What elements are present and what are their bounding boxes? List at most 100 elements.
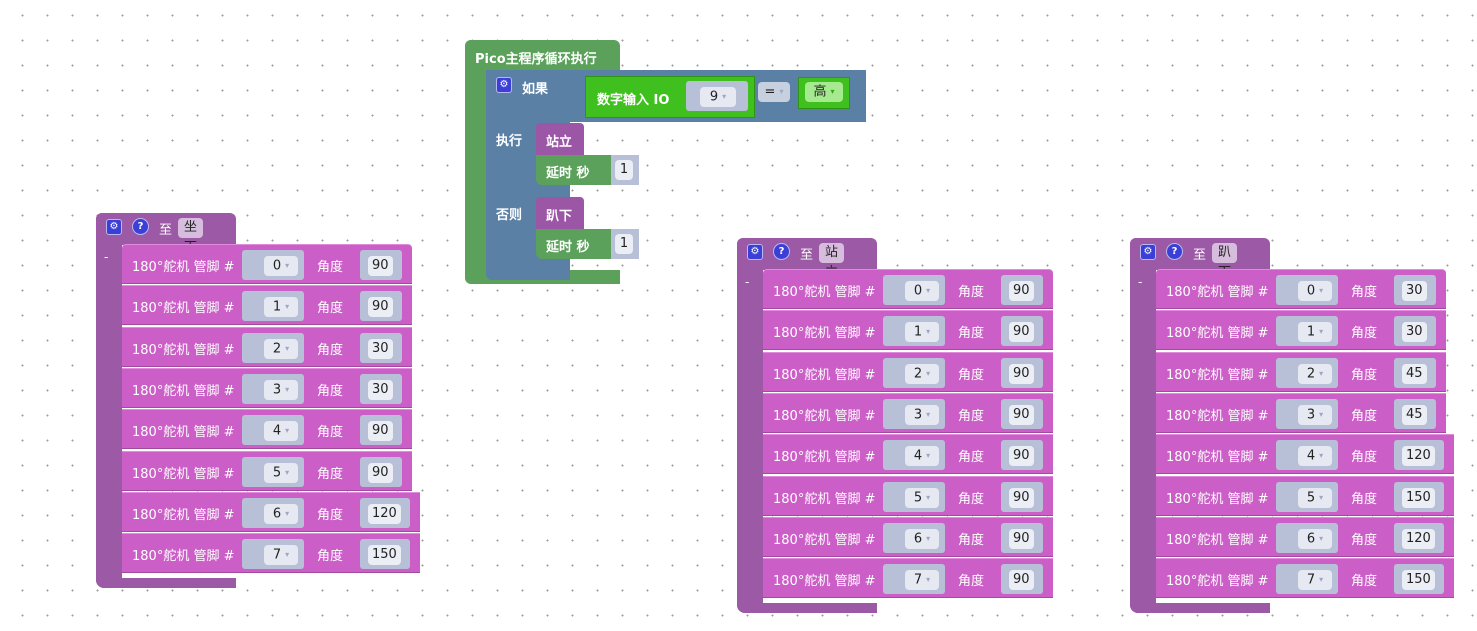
pin-dropdown[interactable]: 5▾ xyxy=(1298,487,1332,508)
pin-dropdown[interactable]: 2▾ xyxy=(1298,363,1332,384)
servo-block[interactable]: 180°舵机 管脚 # 4▾ 角度 90 xyxy=(763,434,1053,475)
servo-block[interactable]: 180°舵机 管脚 # 4▾ 角度 90 xyxy=(122,409,412,450)
servo-block[interactable]: 180°舵机 管脚 # 3▾ 角度 30 xyxy=(122,367,412,408)
pin-dropdown[interactable]: 4▾ xyxy=(1298,446,1332,467)
servo-block[interactable]: 180°舵机 管脚 # 6▾ 角度 120 xyxy=(122,491,420,532)
pin-dropdown[interactable]: 3▾ xyxy=(905,404,939,425)
angle-input[interactable]: 120 xyxy=(1402,528,1435,549)
angle-input[interactable]: 120 xyxy=(368,503,401,524)
angle-input[interactable]: 90 xyxy=(1009,570,1034,591)
delay-block[interactable]: 延时 秒 xyxy=(536,229,611,259)
servo-block[interactable]: 180°舵机 管脚 # 1▾ 角度 90 xyxy=(763,310,1053,351)
pin-dropdown[interactable]: 1▾ xyxy=(264,297,298,318)
gear-icon[interactable]: ⚙ xyxy=(747,244,763,260)
servo-block[interactable]: 180°舵机 管脚 # 7▾ 角度 150 xyxy=(122,533,420,574)
pin-dropdown[interactable]: 6▾ xyxy=(905,528,939,549)
pin-dropdown[interactable]: 5▾ xyxy=(264,462,298,483)
pin-dropdown[interactable]: 2▾ xyxy=(905,363,939,384)
angle-input[interactable]: 150 xyxy=(368,545,401,566)
digital-input-block[interactable]: 数字输入 IO 9▾ xyxy=(585,76,755,118)
call-stand-block[interactable]: 站立 xyxy=(536,123,584,155)
angle-input[interactable]: 90 xyxy=(1009,487,1034,508)
servo-block[interactable]: 180°舵机 管脚 # 3▾ 角度 45 xyxy=(1156,392,1446,433)
angle-input[interactable]: 30 xyxy=(1402,322,1427,343)
operator-dropdown[interactable]: =▾ xyxy=(758,82,790,102)
angle-input[interactable]: 150 xyxy=(1402,570,1435,591)
pin-dropdown[interactable]: 6▾ xyxy=(264,503,298,524)
angle-input[interactable]: 90 xyxy=(1009,363,1034,384)
servo-block[interactable]: 180°舵机 管脚 # 2▾ 角度 90 xyxy=(763,351,1053,392)
pin-dropdown[interactable]: 7▾ xyxy=(1298,570,1332,591)
servo-block[interactable]: 180°舵机 管脚 # 7▾ 角度 90 xyxy=(763,558,1053,599)
angle-input[interactable]: 150 xyxy=(1402,487,1435,508)
pin-dropdown[interactable]: 1▾ xyxy=(905,322,939,343)
high-low-block[interactable]: 高▾ xyxy=(798,77,850,109)
delay-label: 延时 秒 xyxy=(546,166,590,181)
angle-input[interactable]: 90 xyxy=(1009,322,1034,343)
pin-dropdown[interactable]: 5▾ xyxy=(905,487,939,508)
servo-label: 180°舵机 管脚 # xyxy=(1166,285,1269,300)
servo-block[interactable]: 180°舵机 管脚 # 6▾ 角度 120 xyxy=(1156,516,1454,557)
angle-input[interactable]: 90 xyxy=(368,421,393,442)
delay-block[interactable]: 延时 秒 xyxy=(536,155,611,185)
gear-icon[interactable]: ⚙ xyxy=(496,77,512,93)
pin-dropdown[interactable]: 6▾ xyxy=(1298,528,1332,549)
help-icon[interactable]: ? xyxy=(773,243,790,260)
angle-input[interactable]: 90 xyxy=(368,256,393,276)
angle-input[interactable]: 30 xyxy=(368,338,393,359)
angle-input[interactable]: 45 xyxy=(1402,363,1427,384)
servo-block[interactable]: 180°舵机 管脚 # 0▾ 角度 90 xyxy=(763,269,1053,309)
pin-dropdown[interactable]: 9▾ xyxy=(700,87,736,107)
pin-dropdown[interactable]: 0▾ xyxy=(905,281,939,301)
angle-input[interactable]: 90 xyxy=(368,297,393,318)
pin-dropdown[interactable]: 2▾ xyxy=(264,338,298,359)
collapse-toggle[interactable]: - xyxy=(104,250,109,264)
gear-icon[interactable]: ⚙ xyxy=(106,219,122,235)
procedure-name-field[interactable]: 趴下 xyxy=(1212,243,1238,280)
pin-dropdown[interactable]: 3▾ xyxy=(1298,404,1332,425)
pin-dropdown[interactable]: 7▾ xyxy=(264,545,298,566)
pin-dropdown[interactable]: 7▾ xyxy=(905,570,939,591)
servo-block[interactable]: 180°舵机 管脚 # 5▾ 角度 90 xyxy=(763,475,1053,516)
servo-block[interactable]: 180°舵机 管脚 # 1▾ 角度 90 xyxy=(122,285,412,326)
servo-block[interactable]: 180°舵机 管脚 # 5▾ 角度 90 xyxy=(122,450,412,491)
pin-dropdown[interactable]: 3▾ xyxy=(264,379,298,400)
servo-block[interactable]: 180°舵机 管脚 # 5▾ 角度 150 xyxy=(1156,475,1454,516)
angle-input[interactable]: 120 xyxy=(1402,446,1435,467)
collapse-toggle[interactable]: - xyxy=(745,275,750,289)
level-dropdown[interactable]: 高▾ xyxy=(805,82,843,102)
angle-input[interactable]: 90 xyxy=(1009,404,1034,425)
angle-input[interactable]: 90 xyxy=(1009,528,1034,549)
servo-block[interactable]: 180°舵机 管脚 # 2▾ 角度 45 xyxy=(1156,351,1446,392)
pin-dropdown[interactable]: 4▾ xyxy=(905,446,939,467)
collapse-toggle[interactable]: - xyxy=(1138,275,1143,289)
servo-block[interactable]: 180°舵机 管脚 # 6▾ 角度 90 xyxy=(763,516,1053,557)
angle-input[interactable]: 90 xyxy=(1009,281,1034,301)
gear-icon[interactable]: ⚙ xyxy=(1140,244,1156,260)
servo-label: 180°舵机 管脚 # xyxy=(1166,532,1269,548)
angle-input[interactable]: 30 xyxy=(1402,281,1427,301)
servo-block[interactable]: 180°舵机 管脚 # 1▾ 角度 30 xyxy=(1156,310,1446,351)
servo-block[interactable]: 180°舵机 管脚 # 0▾ 角度 30 xyxy=(1156,269,1446,309)
angle-input[interactable]: 90 xyxy=(368,462,393,483)
procedure-name-field[interactable]: 坐下 xyxy=(178,218,204,255)
angle-input[interactable]: 30 xyxy=(368,379,393,400)
servo-block[interactable]: 180°舵机 管脚 # 4▾ 角度 120 xyxy=(1156,434,1454,475)
servo-block[interactable]: 180°舵机 管脚 # 3▾ 角度 90 xyxy=(763,392,1053,433)
call-lie-down-block[interactable]: 趴下 xyxy=(536,197,584,229)
angle-input[interactable]: 45 xyxy=(1402,404,1427,425)
pin-dropdown[interactable]: 4▾ xyxy=(264,421,298,442)
procedure-name-field[interactable]: 站立 xyxy=(819,243,845,280)
servo-block[interactable]: 180°舵机 管脚 # 0▾ 角度 90 xyxy=(122,244,412,284)
pin-dropdown[interactable]: 0▾ xyxy=(264,256,298,276)
angle-input[interactable]: 90 xyxy=(1009,446,1034,467)
help-icon[interactable]: ? xyxy=(1166,243,1183,260)
pin-slot: 5▾ xyxy=(242,456,304,487)
delay-input[interactable]: 1 xyxy=(615,234,633,254)
delay-input[interactable]: 1 xyxy=(615,160,633,180)
servo-block[interactable]: 180°舵机 管脚 # 2▾ 角度 30 xyxy=(122,326,412,367)
help-icon[interactable]: ? xyxy=(132,218,149,235)
pin-dropdown[interactable]: 0▾ xyxy=(1298,281,1332,301)
servo-block[interactable]: 180°舵机 管脚 # 7▾ 角度 150 xyxy=(1156,558,1454,599)
pin-dropdown[interactable]: 1▾ xyxy=(1298,322,1332,343)
